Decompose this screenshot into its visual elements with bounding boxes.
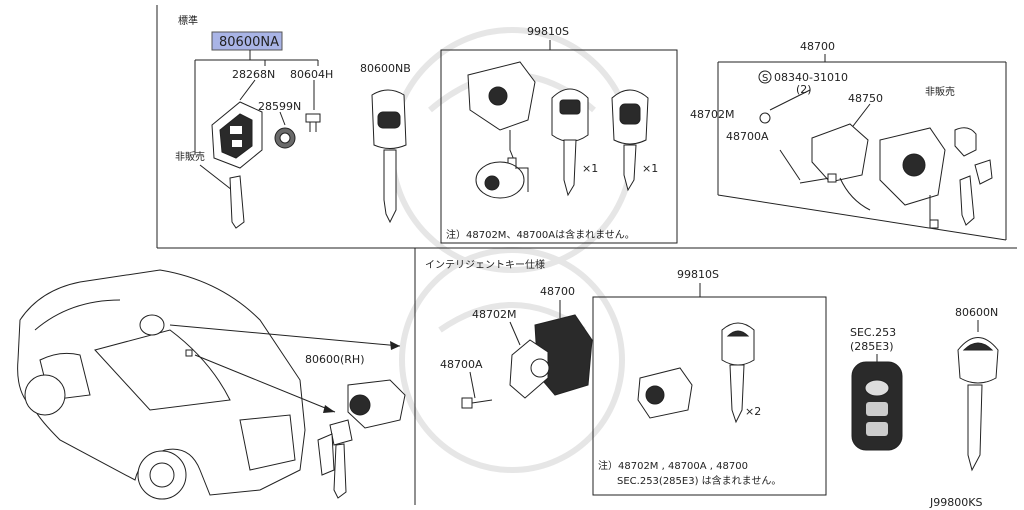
part-28599n-label[interactable]: 28599N [258, 100, 301, 113]
kit-box-2 [592, 296, 827, 496]
screw-qty: (2) [796, 83, 812, 96]
sec-285e3-label[interactable]: (285E3) [850, 340, 894, 353]
part-80600nb-label[interactable]: 80600NB [360, 62, 411, 75]
kit-box [440, 49, 678, 244]
part-48702m-int-label[interactable]: 48702M [472, 308, 516, 321]
kit-99810s-int-label[interactable]: 99810S [677, 268, 719, 281]
screw-symbol: S [762, 73, 768, 84]
highlight-box [211, 31, 283, 51]
blade-key-icon[interactable] [721, 322, 755, 424]
screw-part-label[interactable]: 08340-31010 [774, 71, 848, 84]
assy-leader-lines [717, 54, 1007, 241]
screw-icon[interactable] [461, 397, 493, 409]
kit-int-note-2: SEC.253(285E3) は含まれません。 [617, 474, 781, 487]
part-48700-label[interactable]: 48700 [800, 40, 835, 53]
blade-key-icon[interactable] [371, 89, 407, 224]
screw-icon[interactable] [759, 112, 771, 124]
standard-heading: 標準 [178, 14, 198, 27]
kit-99810s-label[interactable]: 99810S [527, 25, 569, 38]
screw-icon[interactable] [305, 113, 321, 132]
key-fob-icon[interactable] [551, 88, 589, 197]
blade-key-icon[interactable] [611, 89, 649, 192]
ignition-lock-icon[interactable] [811, 123, 946, 229]
part-80600rh-label[interactable]: 80600(RH) [305, 353, 365, 366]
part-80600n-label[interactable]: 80600N [955, 306, 998, 319]
battery-icon[interactable] [274, 127, 296, 149]
blade-key-icon[interactable] [317, 419, 353, 499]
frame [156, 5, 1017, 505]
blade-key-icon[interactable] [954, 127, 993, 226]
part-48702m-label[interactable]: 48702M [690, 108, 734, 121]
kit-int-note-1: 注）48702M , 48700A , 48700 [598, 459, 748, 472]
part-28268n-label[interactable]: 28268N [232, 68, 275, 81]
intelligent-heading: インテリジェントキー仕様 [425, 258, 545, 271]
kit-qty-1: ×1 [582, 162, 598, 175]
part-48700a-int-label[interactable]: 48700A [440, 358, 483, 371]
part-80604h-label[interactable]: 80604H [290, 68, 333, 81]
part-48700-int-label[interactable]: 48700 [540, 285, 575, 298]
sec-253-label[interactable]: SEC.253 [850, 326, 896, 339]
ignition-lock-icon[interactable] [509, 314, 593, 399]
kit-qty-2: ×1 [642, 162, 658, 175]
part-48700a-label[interactable]: 48700A [726, 130, 769, 143]
int-leader-lines [469, 300, 561, 399]
blade-key-icon[interactable] [229, 175, 245, 229]
part-48750-label[interactable]: 48750 [848, 92, 883, 105]
screw-icon[interactable] [799, 173, 837, 184]
not-for-sale-label: 非販売 [175, 150, 205, 163]
smart-key-icon[interactable] [851, 361, 903, 451]
pointer-arrows [169, 324, 401, 413]
kit-note: 注）48702M、48700Aは含まれません。 [446, 228, 635, 241]
kit-int-qty: ×2 [745, 405, 761, 418]
standard-leader-lines [194, 50, 319, 191]
not-for-sale-label-2: 非販売 [925, 85, 955, 98]
door-lock-cylinder-icon[interactable] [347, 379, 406, 429]
ignition-lock-icon[interactable] [467, 61, 536, 167]
door-lock-cylinder-icon[interactable] [637, 367, 693, 419]
door-lock-cylinder-icon[interactable] [475, 161, 529, 199]
car-body-icon [17, 269, 306, 500]
key-fob-icon[interactable] [211, 101, 263, 169]
blade-key-icon[interactable] [957, 337, 999, 472]
part-80600na-label[interactable]: 80600NA [219, 35, 279, 50]
diagram-code: J99800KS [929, 496, 982, 509]
